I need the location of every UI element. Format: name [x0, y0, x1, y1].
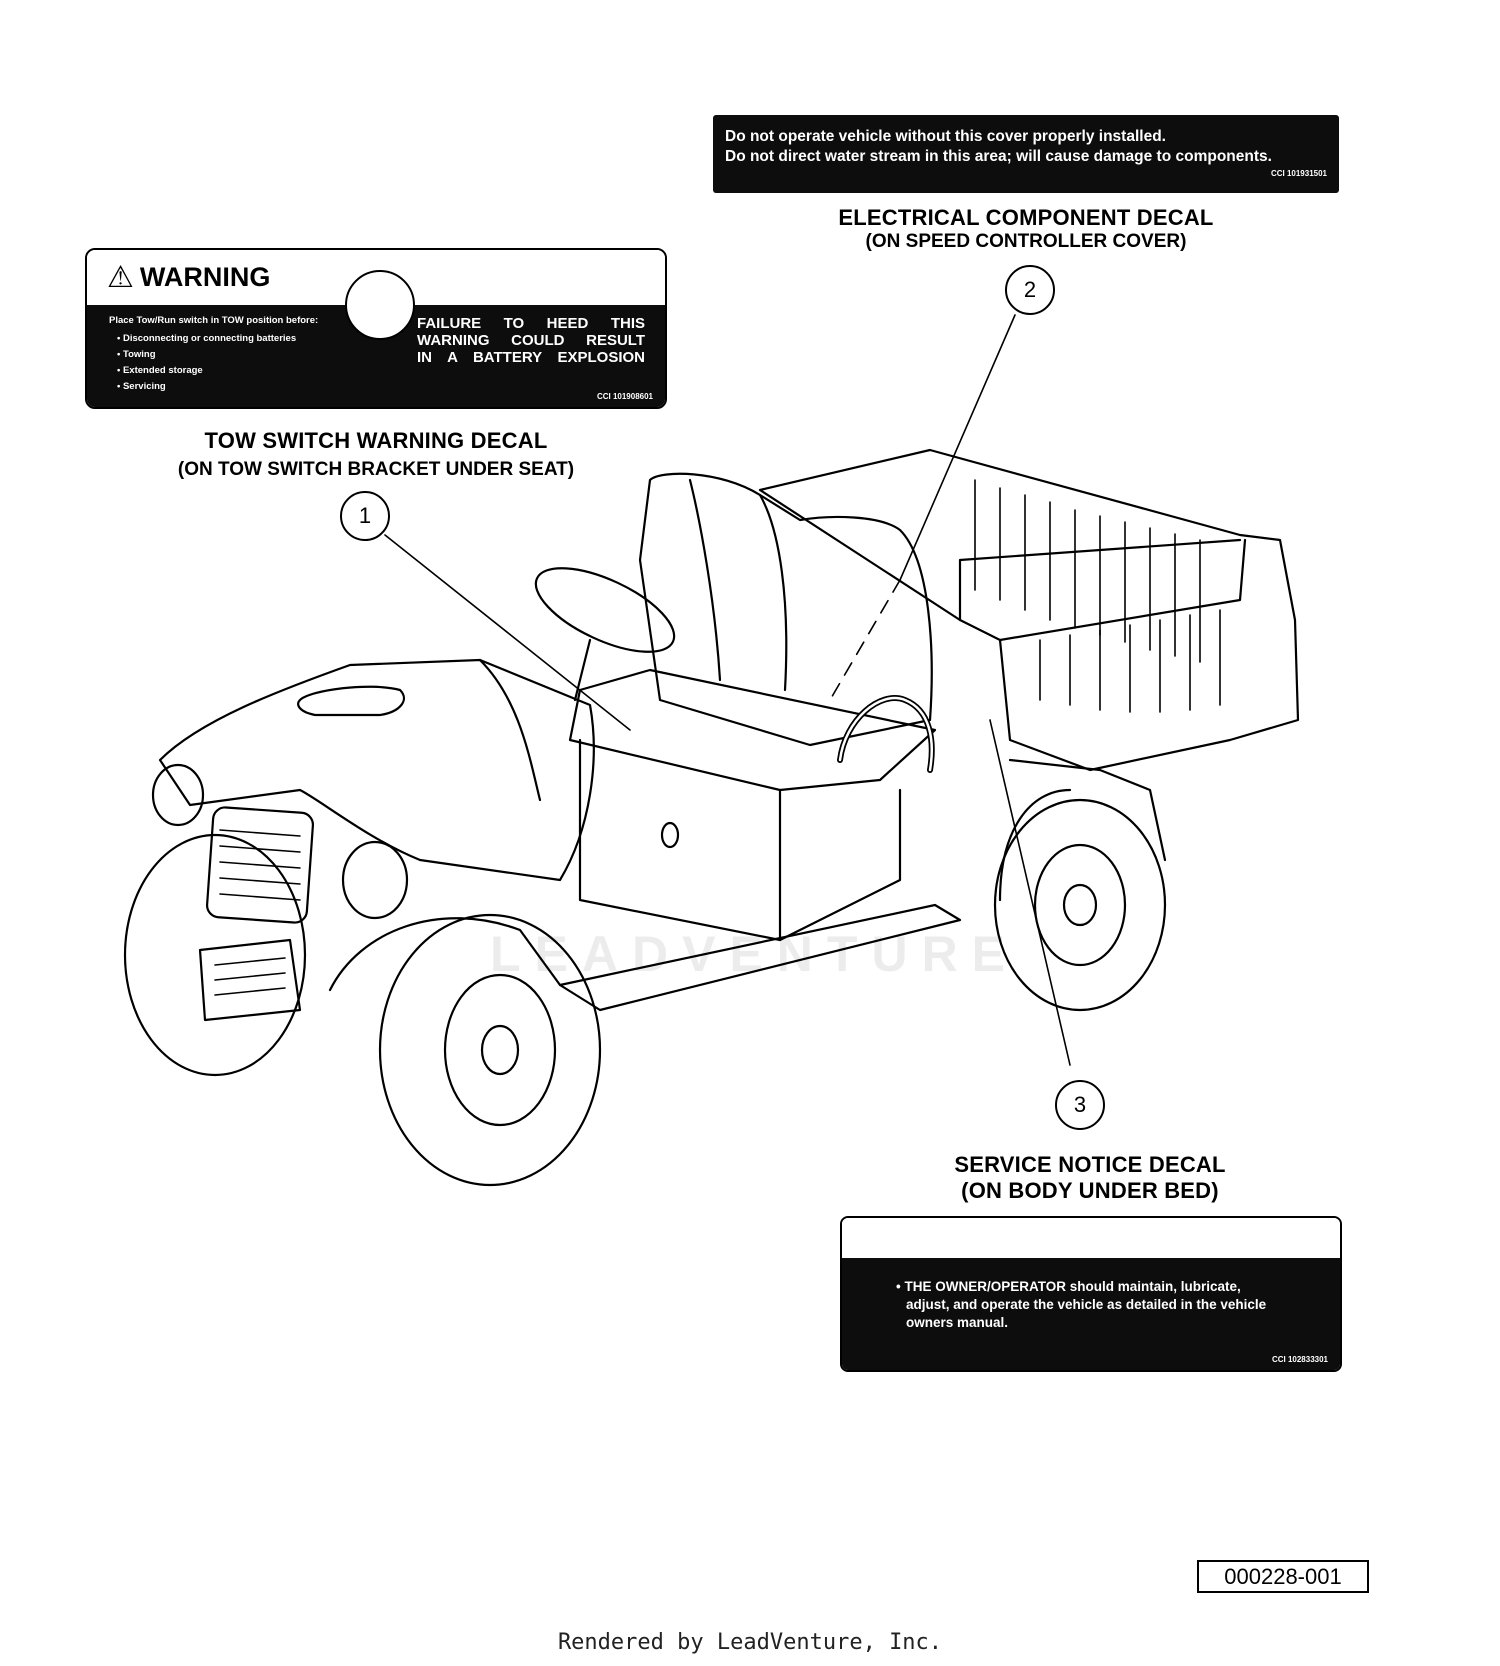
- warning-part-number: CCI 101908601: [596, 392, 653, 401]
- electrical-decal-title: ELECTRICAL COMPONENT DECAL: [838, 205, 1214, 230]
- warning-message: FAILURE TO HEED THIS WARNING COULD RESUL…: [417, 315, 645, 366]
- leader-line-2-dashed: [829, 579, 901, 701]
- service-notice-decal: • THE OWNER/OPERATOR should maintain, lu…: [840, 1216, 1342, 1372]
- warning-bullet: • Extended storage: [117, 365, 203, 376]
- callout-2: 2: [1005, 265, 1055, 315]
- tow-decal-subtitle: (ON TOW SWITCH BRACKET UNDER SEAT): [177, 459, 575, 480]
- front-grille: [205, 806, 315, 924]
- warning-bullet: • Servicing: [117, 381, 166, 392]
- warning-circle-cutout: [345, 270, 415, 340]
- service-decal-subtitle: (ON BODY UNDER BED): [961, 1178, 1219, 1203]
- service-decal-header-blank: [842, 1218, 1340, 1258]
- rear-fender: [1008, 758, 1167, 862]
- headlight-right: [341, 840, 409, 920]
- front-bumper: [198, 938, 302, 1022]
- headlight-left: [151, 763, 205, 827]
- figure-id: 000228-001: [1197, 1560, 1369, 1593]
- tow-switch-warning-decal: ⚠ WARNING Place Tow/Run switch in TOW po…: [85, 248, 667, 409]
- electrical-decal-subtitle: (ON SPEED CONTROLLER COVER): [865, 231, 1187, 252]
- warning-triangle-icon: ⚠: [107, 260, 134, 294]
- warning-bullet: • Disconnecting or connecting batteries: [117, 333, 297, 344]
- callout-3: 3: [1055, 1080, 1105, 1130]
- electrical-decal-line-1: Do not operate vehicle without this cove…: [725, 128, 1166, 145]
- service-decal-text: • THE OWNER/OPERATOR should maintain, lu…: [896, 1279, 1267, 1330]
- electrical-component-decal: Do not operate vehicle without this cove…: [713, 115, 1339, 193]
- warning-header-text: WARNING: [139, 262, 271, 292]
- warning-intro: Place Tow/Run switch in TOW position bef…: [109, 315, 319, 326]
- service-decal-title: SERVICE NOTICE DECAL: [954, 1152, 1226, 1177]
- warning-bullet-list: • Disconnecting or connecting batteries …: [117, 331, 296, 395]
- hood: [158, 658, 595, 882]
- watermark: LEADVENTURE: [490, 926, 1020, 982]
- callout-1: 1: [340, 491, 390, 541]
- service-decal-body: • THE OWNER/OPERATOR should maintain, lu…: [842, 1258, 1340, 1370]
- front-wheel-right: [378, 913, 602, 1187]
- seat-base: [568, 668, 937, 792]
- front-wheel-left: [123, 833, 307, 1077]
- tow-decal-title: TOW SWITCH WARNING DECAL: [204, 428, 548, 453]
- leader-line-3: [989, 719, 1071, 1066]
- running-board: [558, 903, 962, 1012]
- steering-wheel: [534, 567, 676, 653]
- leader-line-2: [899, 314, 1016, 581]
- cargo-bed: [758, 448, 1300, 772]
- seat-back: [638, 472, 933, 747]
- warning-bullet: • Towing: [117, 349, 156, 360]
- electrical-decal-part-number: CCI 101931501: [1270, 169, 1327, 178]
- footer-credit: Rendered by LeadVenture, Inc.: [557, 1630, 943, 1655]
- electrical-decal-line-2: Do not direct water stream in this area;…: [725, 148, 1272, 165]
- leader-line-1: [384, 534, 631, 731]
- service-decal-part-number: CCI 102833301: [1271, 1355, 1328, 1364]
- rear-wheel: [993, 798, 1167, 1012]
